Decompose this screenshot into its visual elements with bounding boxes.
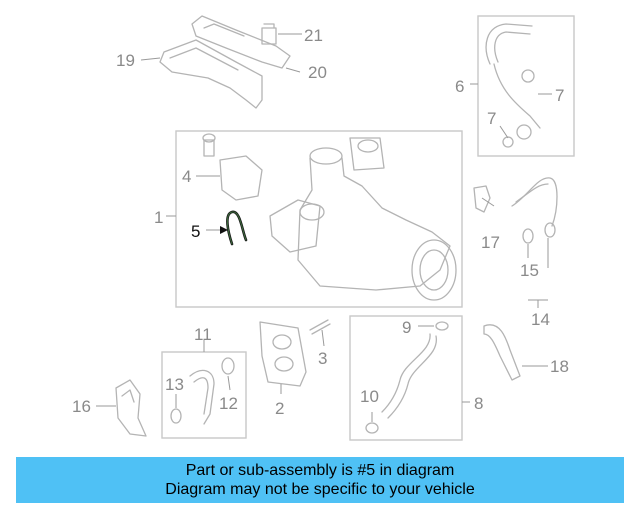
pipe-part-11: [170, 357, 235, 425]
callout-15: 15: [520, 261, 539, 280]
callout-5-arrow: [220, 226, 228, 234]
heat-shield-part-19-20: [159, 15, 291, 109]
callout-4: 4: [182, 167, 191, 186]
gasket-part-2: [259, 321, 307, 387]
callout-12: 12: [219, 394, 238, 413]
callout-13: 13: [165, 375, 184, 394]
bracket-part-18: [483, 324, 521, 381]
callout-16: 16: [72, 397, 91, 416]
stud-part-3: [309, 319, 331, 335]
pipe-part-6: [485, 23, 541, 148]
pipe-group-8-box: [349, 315, 463, 441]
pipe-group-6-box: [477, 15, 575, 157]
callout-7-upper: 7: [555, 86, 564, 105]
turbo-assembly-box: [175, 130, 463, 308]
callout-20: 20: [308, 63, 327, 82]
actuator-part-4: [202, 133, 263, 201]
callout-19: 19: [116, 51, 135, 70]
info-banner: Part or sub-assembly is #5 in diagram Di…: [16, 457, 624, 503]
callout-7-lower: 7: [487, 109, 496, 128]
callout-9: 9: [402, 318, 411, 337]
highlighted-line-part-5: [226, 210, 248, 246]
shield-part-16: [115, 379, 147, 437]
callout-8: 8: [474, 394, 483, 413]
callout-18: 18: [550, 357, 569, 376]
pipe-part-14-15: [511, 177, 558, 244]
callout-14: 14: [531, 310, 550, 329]
callout-10: 10: [360, 387, 379, 406]
callout-6: 6: [455, 77, 464, 96]
pipe-part-8: [365, 321, 449, 434]
plug-part-21: [261, 23, 277, 45]
callout-1: 1: [154, 208, 163, 227]
callout-5: 5: [191, 222, 200, 241]
leader-lines: [96, 33, 552, 422]
callout-21: 21: [304, 26, 323, 45]
callout-3: 3: [318, 349, 327, 368]
callout-2: 2: [275, 399, 284, 418]
turbocharger-part-1: [269, 137, 457, 301]
callout-17: 17: [481, 233, 500, 252]
banner-line-disclaimer: Diagram may not be specific to your vehi…: [165, 481, 475, 498]
callout-11: 11: [194, 325, 212, 344]
bracket-part-17: [473, 185, 491, 213]
banner-line-part-info: Part or sub-assembly is #5 in diagram: [185, 462, 455, 479]
